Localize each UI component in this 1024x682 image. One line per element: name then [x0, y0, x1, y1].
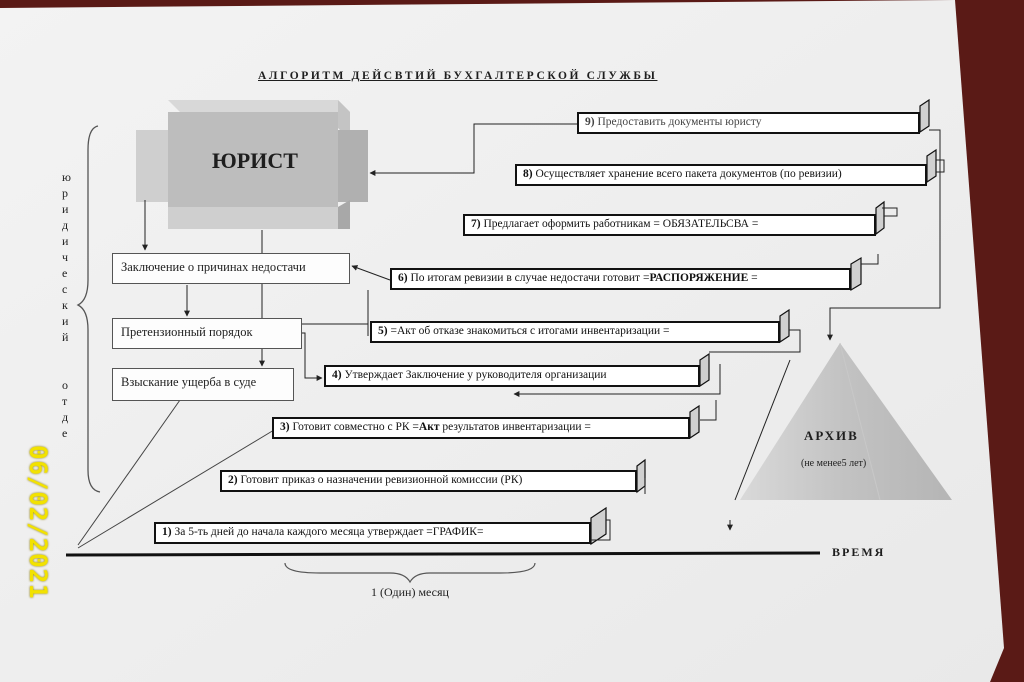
side-letter: ю	[62, 170, 71, 184]
side-letter: и	[62, 314, 69, 328]
step-text: Утверждает Заключение у руководителя орг…	[344, 369, 607, 381]
archive-subtitle: (не менее5 лет)	[801, 458, 867, 469]
step-4: 4) Утверждает Заключение у руководителя …	[324, 365, 700, 387]
time-axis-label: ВРЕМЯ	[832, 545, 886, 559]
step-number: 8)	[523, 168, 533, 180]
lawyer-block	[136, 100, 368, 229]
archive-title: АРХИВ	[804, 428, 859, 443]
side-letter: е	[62, 266, 68, 280]
step-text: Предоставить документы юристу	[597, 116, 762, 128]
stairs-shading	[590, 98, 937, 546]
side-letter: р	[62, 186, 68, 200]
step-number: 1)	[162, 526, 172, 538]
step-number: 5)	[378, 325, 388, 337]
side-letter: и	[62, 234, 69, 248]
step-1: 1) За 5-ть дней до начала каждого месяца…	[154, 522, 591, 544]
step-bold: РАСПОРЯЖЕНИЕ	[649, 272, 749, 284]
diagram-title: АЛГОРИТМ ДЕЙСВТИЙ БУХГАЛТЕРСКОЙ СЛУЖБЫ	[258, 70, 658, 82]
step-number: 2)	[228, 474, 238, 486]
step-text: =Акт об отказе знакомиться с итогами инв…	[390, 325, 670, 337]
step-8: 8) Осуществляет хранение всего пакета до…	[515, 164, 927, 186]
period-label: 1 (Один) месяц	[371, 585, 449, 599]
archive-pyramid	[740, 343, 952, 500]
time-axis	[65, 551, 821, 557]
court-recovery-box: Взыскание ущерба в суде	[112, 368, 294, 401]
step-number: 3)	[280, 421, 290, 433]
step-7: 7) Предлагает оформить работникам = ОБЯЗ…	[463, 214, 876, 236]
step-9: 9) Предоставить документы юристу	[577, 112, 920, 134]
step-6: 6) По итогам ревизии в случае недостачи …	[390, 268, 851, 290]
conclusion-box: Заключение о причинах недостачи	[112, 253, 350, 284]
date-stamp: 06/02/2021	[24, 445, 52, 600]
step-text-end: результатов инвентаризации =	[439, 421, 591, 433]
step-text: За 5-ть дней до начала каждого месяца ут…	[174, 526, 484, 538]
claim-procedure-box: Претензионный порядок	[112, 318, 302, 349]
side-letter: к	[62, 298, 68, 312]
step-text: Предлагает оформить работникам = ОБЯЗАТЕ…	[483, 218, 759, 230]
lawyer-label: ЮРИСТ	[212, 148, 298, 173]
side-letter: д	[62, 218, 69, 232]
step-3: 3) Готовит совместно с РК =Акт результат…	[272, 417, 690, 439]
step-text: Готовит совместно с РК =	[292, 421, 419, 433]
step-5: 5) =Акт об отказе знакомиться с итогами …	[370, 321, 780, 343]
side-letter: с	[62, 282, 68, 296]
step-number: 4)	[332, 369, 342, 381]
side-brace	[76, 125, 101, 493]
side-letter: о	[62, 378, 68, 392]
step-number: 6)	[398, 272, 408, 284]
step-text-end: =	[748, 272, 758, 284]
step-number: 9)	[585, 116, 595, 128]
side-letter: й	[62, 330, 69, 344]
step-text: Готовит приказ о назначении ревизионной …	[240, 474, 523, 486]
side-letter: д	[62, 410, 69, 424]
month-brace	[284, 562, 536, 584]
side-letter: ч	[62, 250, 69, 264]
side-letter: е	[62, 426, 68, 440]
side-letter: и	[62, 202, 69, 216]
side-letter: т	[62, 394, 68, 408]
step-text: Осуществляет хранение всего пакета докум…	[535, 168, 842, 180]
step-2: 2) Готовит приказ о назначении ревизионн…	[220, 470, 637, 492]
step-number: 7)	[471, 218, 481, 230]
step-bold: Акт	[418, 421, 440, 433]
step-text: По итогам ревизии в случае недостачи гот…	[410, 272, 650, 284]
